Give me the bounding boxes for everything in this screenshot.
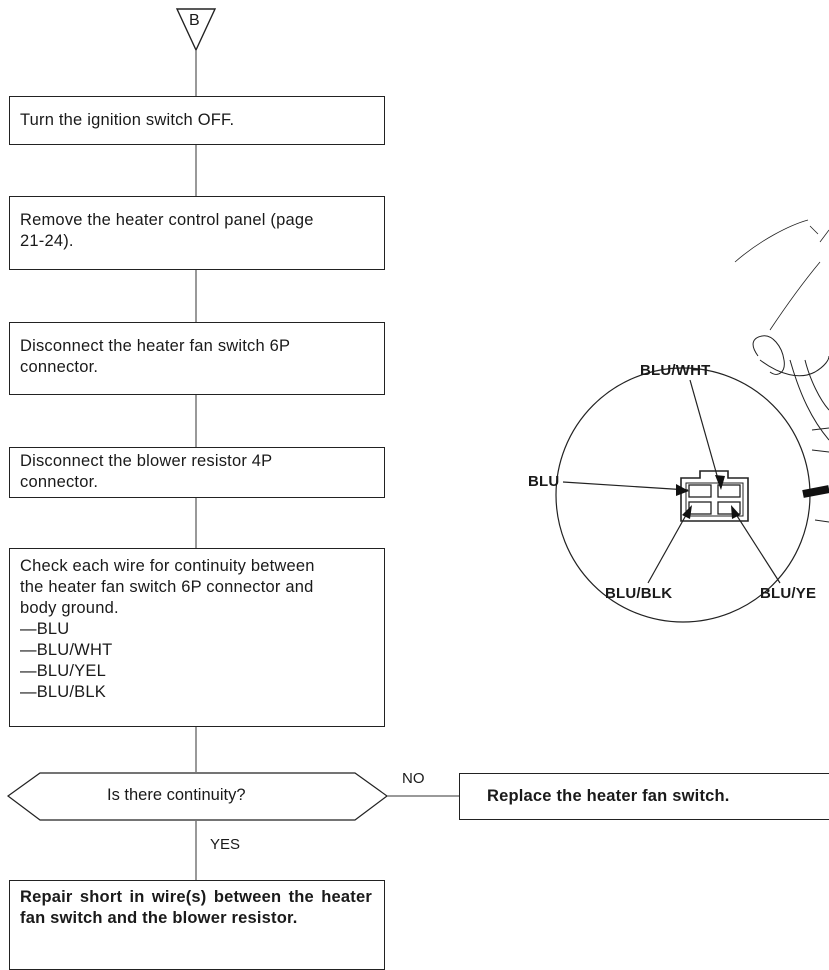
step-text: Disconnect the blower resistor 4P connec… [20, 452, 273, 491]
wire-label-top: BLU/WHT [640, 362, 711, 379]
start-marker-triangle [175, 8, 217, 52]
step-box: Disconnect the heater fan switch 6P conn… [9, 322, 385, 395]
wire-list-item: —BLU/WHT [20, 641, 113, 659]
step-box: Check each wire for continuity between t… [9, 548, 385, 727]
start-marker-label: B [189, 12, 200, 29]
wire-list-item: —BLU [20, 620, 70, 638]
no-result-text: Replace the heater fan switch. [487, 787, 730, 805]
wire-label-bottom-left: BLU/BLK [605, 585, 673, 602]
step-text: Check each wire for continuity between t… [20, 557, 315, 617]
step-text: Disconnect the heater fan switch 6P conn… [20, 337, 290, 376]
yes-result-box: Repair short in wire(s) between the heat… [9, 880, 385, 970]
connector-illustration [555, 219, 829, 623]
step-box: Disconnect the blower resistor 4P connec… [9, 447, 385, 498]
yes-result-text: Repair short in wire(s) between the heat… [20, 888, 372, 927]
step-text: Remove the heater control panel (page 21… [20, 211, 314, 250]
wire-label-left: BLU [528, 473, 560, 490]
no-label: NO [402, 770, 425, 787]
wire-label-bottom-right: BLU/YE [760, 585, 817, 602]
yes-label: YES [210, 836, 241, 853]
decision-question: Is there continuity? [107, 786, 246, 804]
wire-list-item: —BLU/YEL [20, 662, 106, 680]
no-result-box: Replace the heater fan switch. [459, 773, 829, 820]
step-box: Remove the heater control panel (page 21… [9, 196, 385, 270]
leader-arrowheads [676, 475, 740, 519]
step-text: Turn the ignition switch OFF. [20, 111, 235, 129]
wire-list-item: —BLU/BLK [20, 683, 106, 701]
step-box: Turn the ignition switch OFF. [9, 96, 385, 145]
